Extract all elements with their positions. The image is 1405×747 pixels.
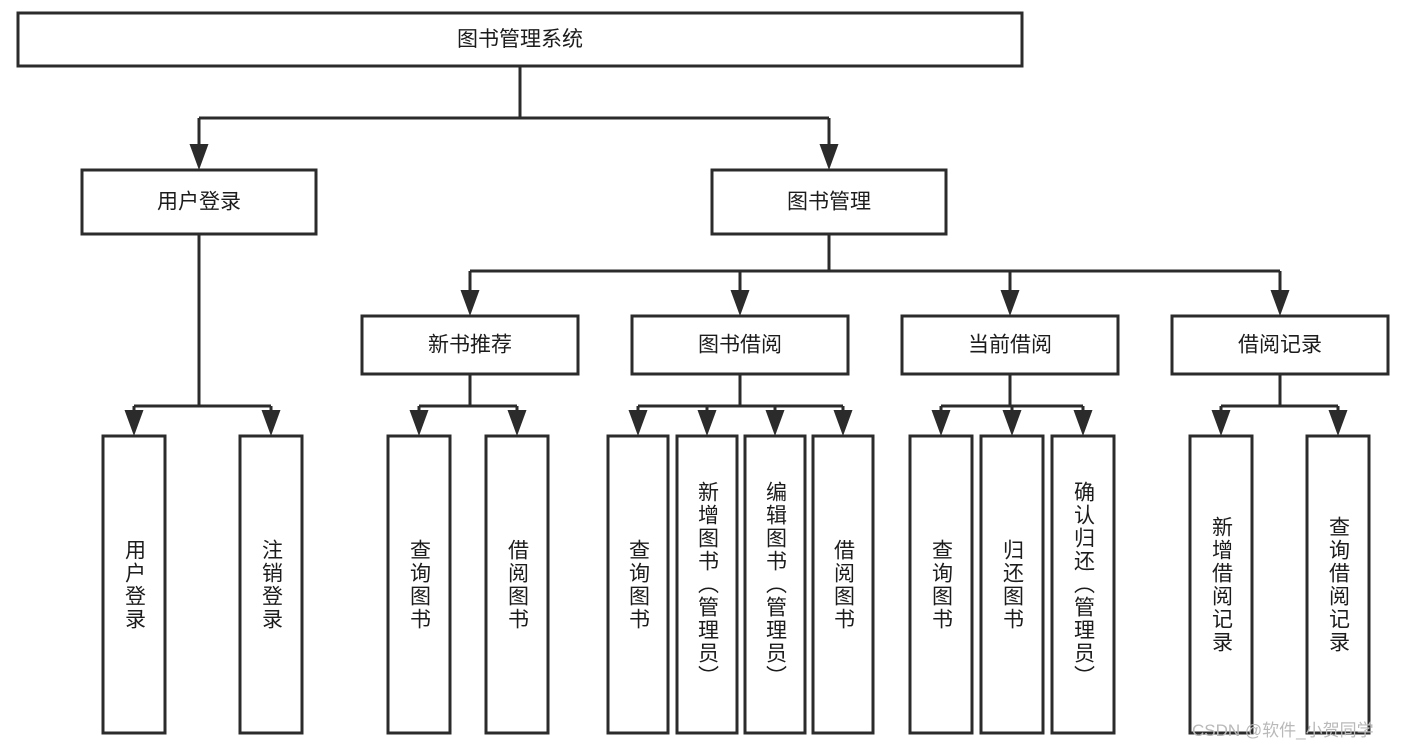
arrow-head-icon (507, 410, 527, 436)
leaf-node-0-box[interactable] (101, 434, 167, 735)
leaf-node-10-box[interactable] (1050, 434, 1116, 735)
arrow-head-icon (730, 290, 750, 316)
level2-node-1-label: 图书借阅 (698, 334, 782, 357)
level1-node-1-label: 图书管理 (787, 191, 871, 214)
watermark-text: CSDN @软件_小贺同学 (1192, 721, 1374, 740)
arrow-head-icon (460, 290, 480, 316)
leaf-node-7-box[interactable] (811, 434, 875, 735)
arrow-head-icon (697, 410, 717, 436)
leaf-node-4-box[interactable] (606, 434, 670, 735)
leaf-node-9-box[interactable] (979, 434, 1045, 735)
leaf-node-12-box[interactable] (1305, 434, 1371, 735)
level1-node-0-box[interactable] (80, 168, 318, 236)
arrow-head-icon (124, 410, 144, 436)
connector-group (124, 234, 281, 436)
connector-group (460, 234, 1290, 316)
arrow-head-icon (931, 410, 951, 436)
level2-node-2-label: 当前借阅 (968, 334, 1052, 357)
arrow-head-icon (1328, 410, 1348, 436)
level2-node-3-box[interactable] (1170, 314, 1390, 376)
level1-node-0-label: 用户登录 (157, 191, 241, 214)
leaf-node-1-box[interactable] (238, 434, 304, 735)
arrow-head-icon (1073, 410, 1093, 436)
level2-node-0-label: 新书推荐 (428, 334, 512, 357)
level2-node-0-box[interactable] (360, 314, 580, 376)
arrow-head-icon (261, 410, 281, 436)
arrow-head-icon (189, 144, 209, 170)
connector-group (409, 374, 527, 436)
arrow-head-icon (628, 410, 648, 436)
leaf-node-2-box[interactable] (386, 434, 452, 735)
leaf-node-6-box[interactable] (743, 434, 807, 735)
arrow-head-icon (765, 410, 785, 436)
level1-node-1-box[interactable] (710, 168, 948, 236)
level2-node-3-label: 借阅记录 (1238, 334, 1322, 357)
arrow-head-icon (1002, 410, 1022, 436)
arrow-head-icon (819, 144, 839, 170)
leaf-node-8-box[interactable] (908, 434, 974, 735)
node-box-layer (16, 11, 1390, 735)
leaf-node-3-box[interactable] (484, 434, 550, 735)
arrow-head-icon (1211, 410, 1231, 436)
connector-group (628, 374, 853, 436)
connector-group (931, 374, 1093, 436)
arrow-head-icon (833, 410, 853, 436)
connector-group (1211, 374, 1348, 436)
root-node-box[interactable] (16, 11, 1024, 68)
leaf-node-5-box[interactable] (675, 434, 739, 735)
level2-node-2-box[interactable] (900, 314, 1120, 376)
leaf-node-11-box[interactable] (1188, 434, 1254, 735)
arrow-head-icon (409, 410, 429, 436)
connector-group (189, 66, 839, 170)
level2-node-1-box[interactable] (630, 314, 850, 376)
connector-layer (124, 66, 1348, 436)
root-node-label: 图书管理系统 (457, 28, 583, 51)
arrow-head-icon (1270, 290, 1290, 316)
arrow-head-icon (1000, 290, 1020, 316)
